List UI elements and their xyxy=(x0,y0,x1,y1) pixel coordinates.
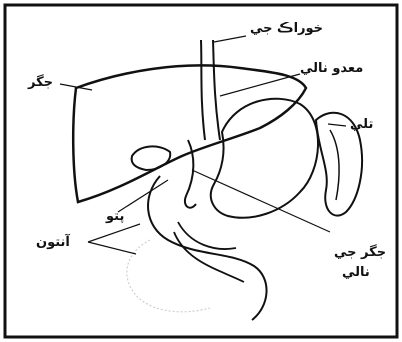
label-stomach-tube: معدو نالي xyxy=(300,62,363,77)
label-esophagus: خوراڪ جي xyxy=(250,22,323,37)
leader-stomach-tube xyxy=(220,74,300,96)
label-bile-duct-line1: جگر جي xyxy=(334,246,386,261)
label-liver: جگر xyxy=(28,76,53,91)
leader-esophagus xyxy=(214,36,246,42)
label-intestines: آنتون xyxy=(36,236,70,251)
label-spleen: تلي xyxy=(350,118,373,133)
leader-intestine-2 xyxy=(88,242,136,254)
leader-spleen xyxy=(328,124,346,126)
label-bile-duct-line2: نالي xyxy=(342,266,370,281)
gallbladder-outline xyxy=(132,146,171,170)
liver-outline xyxy=(73,65,306,202)
spleen-inner xyxy=(330,130,339,200)
label-gallbladder: پتو xyxy=(106,210,124,225)
leader-intestine-1 xyxy=(88,224,140,242)
intestine xyxy=(148,176,267,320)
esophagus xyxy=(201,40,220,140)
stomach-outline xyxy=(211,99,318,218)
